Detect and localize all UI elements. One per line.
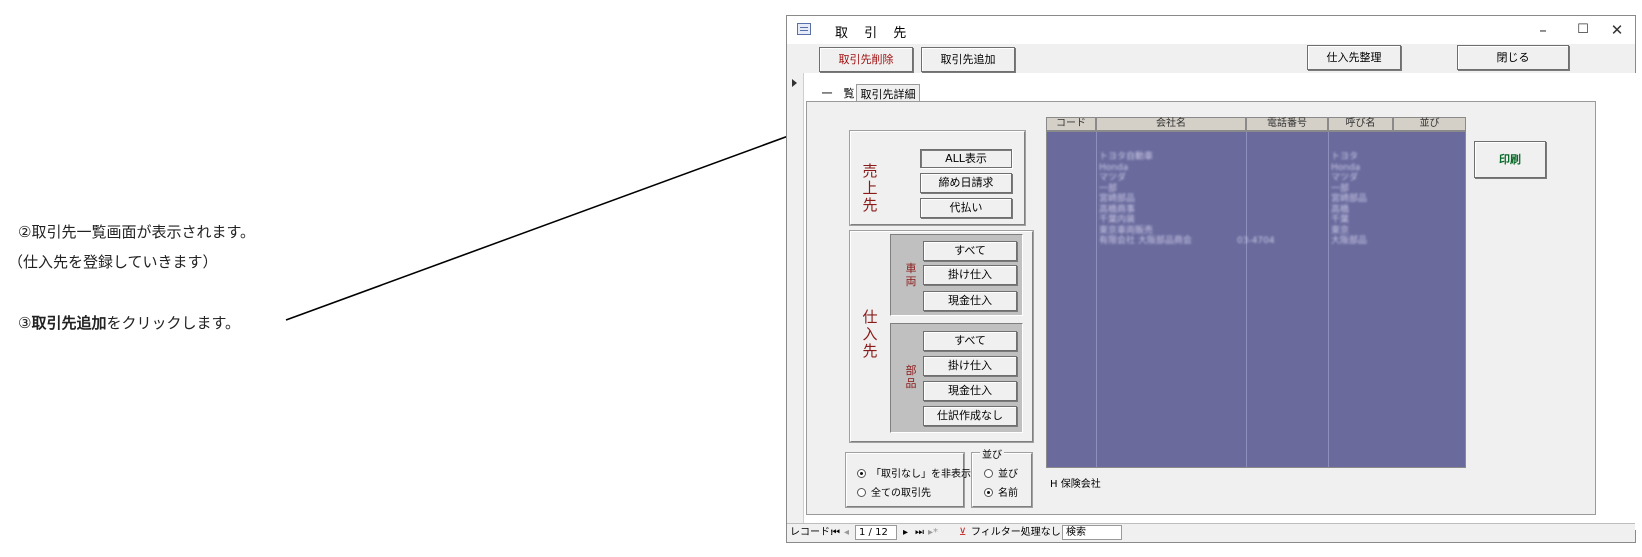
instruction-line-1: ②取引先一覧画面が表示されます。 <box>18 223 255 241</box>
record-pointer-icon <box>792 79 797 87</box>
instruction-prefix: ③ <box>18 314 32 332</box>
close-form-button[interactable]: 閉じる <box>1457 45 1569 70</box>
tab-list[interactable]: 一 覧 <box>821 87 855 100</box>
form-icon <box>797 23 811 35</box>
sort-option-name-label: 名前 <box>998 488 1018 499</box>
list-cell-alias: マツダ <box>1331 173 1359 183</box>
print-button[interactable]: 印刷 <box>1474 141 1546 178</box>
sales-cutoff-button[interactable]: 締め日請求 <box>920 173 1012 193</box>
add-partner-button[interactable]: 取引先追加 <box>921 47 1015 72</box>
filter-option-all[interactable]: 全ての取引先 <box>857 484 931 499</box>
instruction-highlight: 取引先追加 <box>31 314 107 332</box>
vehicle-credit-button[interactable]: 掛け仕入 <box>923 265 1017 285</box>
prev-record-icon[interactable]: ◂ <box>844 527 850 538</box>
instruction-line-2: （仕入先を登録していきます） <box>8 253 218 271</box>
sales-group <box>849 130 1026 226</box>
column-divider <box>1328 132 1329 467</box>
filter-option-all-label: 全ての取引先 <box>871 488 931 499</box>
record-selector[interactable] <box>787 73 804 530</box>
instruction-line-3: ③取引先追加をクリックします。 <box>18 312 240 333</box>
list-cell-name: Honda <box>1099 162 1129 173</box>
search-input[interactable]: 検索 <box>1062 525 1122 540</box>
list-cell-name: トヨタ自動車 <box>1099 152 1154 162</box>
record-number-input[interactable]: 1 / 12 <box>855 525 897 540</box>
sort-option-order[interactable]: 並び <box>984 465 1018 480</box>
list-cell-name: 東京車両販売 <box>1099 225 1154 236</box>
list-cell-alias: 宮崎部品 <box>1331 194 1368 204</box>
column-header-phone[interactable]: 電話番号 <box>1246 117 1328 131</box>
close-icon[interactable]: ✕ <box>1610 21 1624 39</box>
filter-status[interactable]: フィルター処理なし <box>971 527 1061 538</box>
list-cell-phone: 03-4704 <box>1237 236 1275 246</box>
column-divider <box>1246 132 1247 467</box>
next-record-icon[interactable]: ▸ <box>903 527 909 538</box>
vehicle-all-button[interactable]: すべて <box>923 241 1017 261</box>
sort-group-caption: 並び <box>980 446 1004 461</box>
list-cell-alias: 大阪部品 <box>1331 236 1368 246</box>
radio-icon[interactable] <box>984 488 993 497</box>
list-cell-alias: 一部 <box>1331 183 1350 194</box>
list-cell-alias: Honda <box>1331 162 1361 173</box>
parts-credit-button[interactable]: 掛け仕入 <box>923 356 1017 376</box>
minimize-icon[interactable]: – <box>1539 21 1547 39</box>
filter-icon[interactable]: ⊻ <box>959 527 967 538</box>
filter-option-hide-inactive-label: 「取引なし」を非表示 <box>871 469 971 480</box>
column-header-order[interactable]: 並び <box>1393 117 1466 131</box>
purchase-label: 仕入先 <box>862 308 878 360</box>
list-cell-name: 一部 <box>1099 183 1118 194</box>
parts-no-journal-button[interactable]: 仕訳作成なし <box>923 406 1017 426</box>
vehicle-label: 車両 <box>905 262 917 288</box>
radio-icon[interactable] <box>857 469 866 478</box>
sales-label: 売上先 <box>862 162 878 214</box>
list-cell-alias: 高橋 <box>1331 204 1350 215</box>
radio-icon[interactable] <box>857 488 866 497</box>
window-title: 取 引 先 <box>835 26 913 41</box>
list-cell-name: 有限会社 大阪部品商会 <box>1099 236 1192 246</box>
filter-option-hide-inactive[interactable]: 「取引なし」を非表示 <box>857 465 971 480</box>
title-bar: 取 引 先 – ☐ ✕ <box>787 16 1635 44</box>
record-label: レコード: <box>790 527 834 538</box>
vehicle-cash-button[interactable]: 現金仕入 <box>923 291 1017 311</box>
arrow-line <box>285 103 875 321</box>
purchase-group <box>849 230 1034 443</box>
parts-cash-button[interactable]: 現金仕入 <box>923 381 1017 401</box>
sort-option-name[interactable]: 名前 <box>984 484 1018 499</box>
parts-all-button[interactable]: すべて <box>923 331 1017 351</box>
supplier-organize-button[interactable]: 仕入先整理 <box>1307 45 1401 70</box>
tab-partner-detail[interactable]: 取引先詳細 <box>856 84 920 105</box>
delete-partner-button[interactable]: 取引先削除 <box>819 47 913 72</box>
list-cell-name: 千葉内装 <box>1099 215 1136 225</box>
list-cell-alias: 東京 <box>1331 225 1350 236</box>
column-header-code[interactable]: コード <box>1046 117 1096 131</box>
column-header-alias[interactable]: 呼び名 <box>1328 117 1393 131</box>
first-record-icon[interactable]: ⏮ <box>831 527 840 538</box>
list-cell-name: 宮崎部品 <box>1099 194 1136 204</box>
column-header-company[interactable]: 会社名 <box>1096 117 1246 131</box>
parts-label: 部品 <box>905 364 917 390</box>
radio-icon[interactable] <box>984 469 993 478</box>
filter-option-group <box>845 452 965 508</box>
last-record-icon[interactable]: ⏭ <box>915 527 924 538</box>
list-cell-name: マツダ <box>1099 173 1127 183</box>
selected-partner-label: H 保険会社 <box>1050 479 1101 490</box>
list-cell-name: 高橋商事 <box>1099 204 1136 215</box>
new-record-icon[interactable]: ▸* <box>928 527 939 538</box>
column-divider <box>1096 132 1097 467</box>
instruction-suffix: をクリックします。 <box>106 314 240 332</box>
list-cell-alias: トヨタ <box>1331 152 1359 162</box>
list-cell-alias: 千葉 <box>1331 215 1350 225</box>
sort-option-order-label: 並び <box>998 469 1018 480</box>
sales-proxy-button[interactable]: 代払い <box>920 198 1012 218</box>
record-navigation-bar: レコード: ⏮ ◂ 1 / 12 ▸ ⏭ ▸* ⊻ フィルター処理なし 検索 <box>787 523 1635 542</box>
sales-all-button[interactable]: ALL表示 <box>920 149 1012 168</box>
maximize-icon[interactable]: ☐ <box>1577 22 1589 37</box>
